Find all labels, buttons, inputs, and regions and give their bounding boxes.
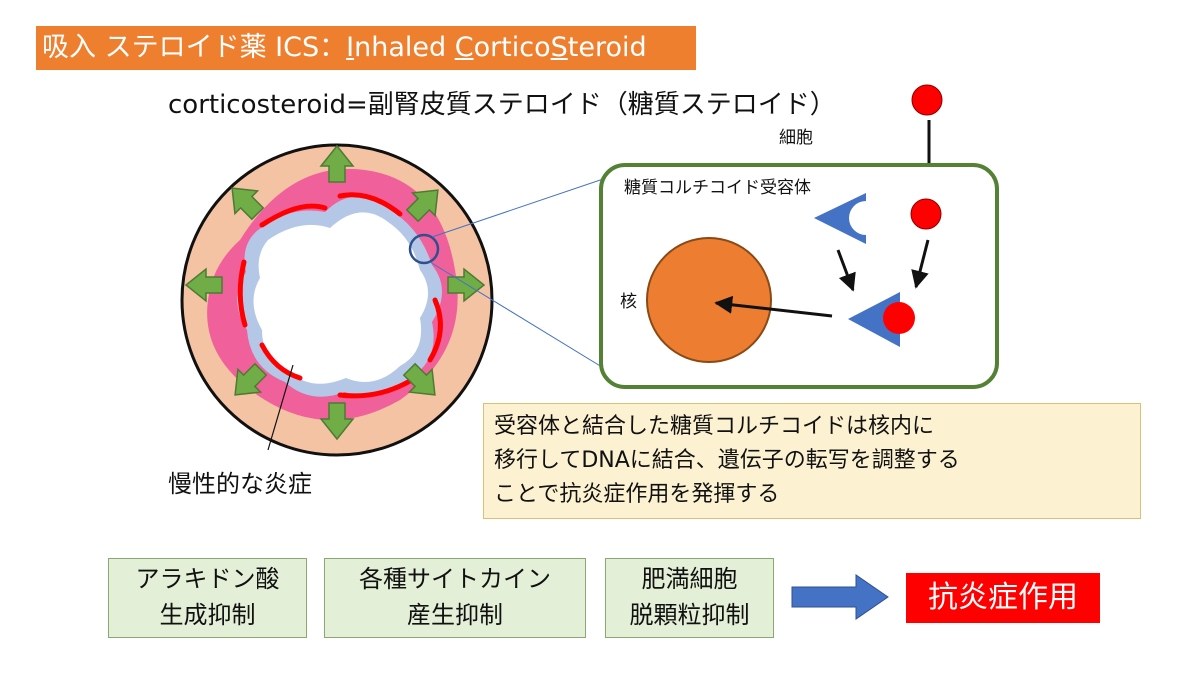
airway-lumen	[253, 212, 428, 384]
title-initial-i: I	[346, 32, 355, 63]
title-prefix: 吸入 ステロイド薬 ICS：	[42, 32, 347, 63]
receptor-free	[814, 193, 883, 244]
label-inflammation: 慢性的な炎症	[168, 470, 312, 498]
explanation-line-1: 受容体と結合した糖質コルチコイドは核内に	[494, 414, 935, 439]
inflammation-red-edges	[237, 192, 443, 399]
receptor-arrow	[836, 249, 856, 292]
result-box: 抗炎症作用	[906, 573, 1100, 623]
steroid-molecule-inside	[910, 198, 942, 230]
subtitle: corticosteroid=副腎皮質ステロイド（糖質ステロイド）	[168, 90, 836, 120]
effect-line: 生成抑制	[159, 601, 256, 629]
title-word-inhaled: nhaled	[354, 32, 455, 63]
result-arrow	[791, 574, 889, 620]
translocation-arrow	[714, 295, 833, 318]
label-nucleus: 核	[620, 292, 637, 312]
expansion-arrows	[184, 144, 486, 441]
explanation-line-3: ことで抗炎症作用を発揮する	[494, 482, 780, 507]
zoom-line-bottom	[429, 261, 616, 376]
steroid-arrow	[911, 239, 930, 289]
explanation-line-2: 移行してDNAに結合、遺伝子の転写を調整する	[494, 448, 960, 473]
airway-cross-section	[180, 143, 494, 457]
effect-line: 肥満細胞	[641, 565, 738, 593]
effect-line: 脱顆粒抑制	[629, 601, 750, 629]
slide-title: 吸入 ステロイド薬 ICS：Inhaled CorticoSteroid	[36, 26, 696, 70]
effect-box-mast-cell: 肥満細胞 脱顆粒抑制	[605, 558, 774, 638]
explanation-box: 受容体と結合した糖質コルチコイドは核内に 移行してDNAに結合、遺伝子の転写を調…	[483, 403, 1141, 519]
effect-line: アラキドン酸	[135, 565, 280, 593]
effect-box-cytokine: 各種サイトカイン 産生抑制	[324, 558, 586, 638]
title-initial-c: C	[454, 32, 474, 63]
zoom-circle	[408, 233, 440, 265]
effect-box-arachidonic: アラキドン酸 生成抑制	[108, 558, 307, 638]
effect-line: 各種サイトカイン	[359, 565, 551, 593]
label-receptor: 糖質コルチコイド受容体	[624, 178, 811, 198]
title-word-cortico: ortico	[473, 32, 551, 63]
receptor-steroid-complex	[848, 292, 915, 347]
title-initial-s: S	[550, 32, 568, 63]
title-word-steroid: teroid	[567, 32, 647, 63]
effect-line: 産生抑制	[407, 601, 503, 629]
zoom-line-top	[431, 174, 616, 238]
label-cell: 細胞	[779, 128, 813, 148]
nucleus	[646, 237, 772, 363]
inflammation-pointer-line	[267, 364, 294, 451]
steroid-molecule-outside	[911, 84, 943, 116]
